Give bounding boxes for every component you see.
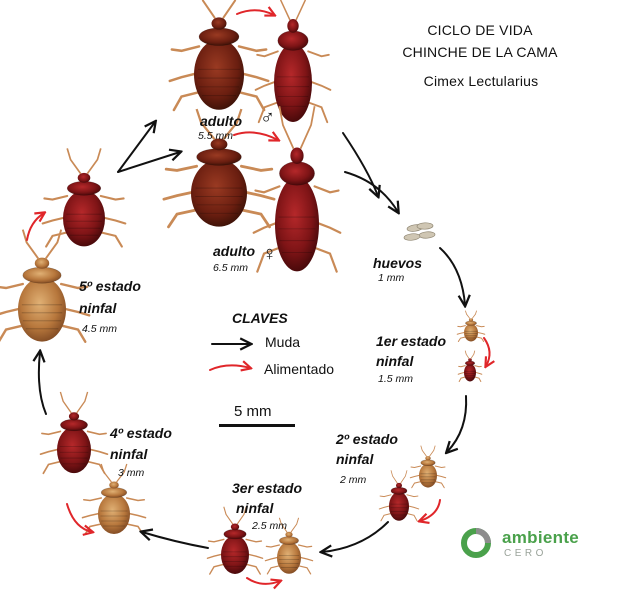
molt-arrow-to-adult-female (117, 152, 180, 173)
nymph1-unfed (456, 310, 486, 342)
fed-arrow-adult-male (236, 10, 274, 15)
molt-arrow-nymph2-to-nymph3 (322, 521, 389, 552)
female-symbol: ♀ (262, 243, 277, 265)
key-fed-arrow (209, 365, 250, 370)
adult-female-label: adulto (213, 243, 255, 259)
molt-arrow-adult-to-eggs (342, 132, 378, 196)
nymph2-size: 2 mm (340, 474, 367, 486)
adult-female-dorsal (162, 108, 276, 229)
nymph2-label-line1: 2º estado (336, 431, 398, 447)
fed-arrow-nymph1 (483, 337, 490, 366)
male-symbol: ♂ (260, 107, 275, 129)
nymph5-label-line2: ninfal (79, 300, 117, 316)
molt-arrow-nymph3-to-nymph4 (142, 532, 209, 549)
adult-female-side (252, 105, 342, 273)
eggs-size: 1 mm (378, 272, 405, 284)
adult-male-label: adulto (200, 113, 242, 129)
key-title: CLAVES (232, 310, 288, 326)
nymph4-unfed (81, 463, 147, 535)
fed-arrow-nymph3 (246, 577, 280, 584)
fed-arrow-nymph2 (420, 499, 441, 521)
nymph3-fed (206, 506, 264, 575)
nymph4-size: 3 mm (118, 467, 145, 479)
eggs-label: huevos (373, 255, 423, 271)
egg (403, 233, 421, 241)
nymph2-unfed (409, 445, 447, 489)
molt-arrow-to-adult-male (117, 122, 155, 173)
nymph2-label-line2: ninfal (336, 451, 374, 467)
logo-wordmark: ambiente (502, 528, 580, 547)
adult-female-size: 6.5 mm (213, 262, 249, 274)
nymph3-label-line1: 3er estado (232, 480, 303, 496)
nymph1-label-line2: ninfal (376, 353, 414, 369)
nymph1-label-line1: 1er estado (376, 333, 447, 349)
nymph4-label-line2: ninfal (110, 446, 148, 462)
nymph1-fed (457, 350, 483, 382)
molt-arrow-nymph4-to-nymph5 (39, 352, 47, 415)
molt-arrow-eggs-to-nymph1 (439, 247, 465, 305)
scale-bar-line (219, 424, 295, 427)
logo-subtext: CERO (504, 548, 547, 559)
nymph2-fed (378, 470, 420, 522)
key-molt-label: Muda (265, 334, 301, 350)
nymph5-unfed (0, 229, 91, 343)
egg (416, 222, 434, 230)
nymph5-fed (41, 148, 127, 248)
egg (418, 231, 436, 239)
nymph3-size: 2.5 mm (252, 520, 288, 532)
adult-male-side (254, 0, 332, 124)
species-name: Cimex Lectularius (423, 73, 539, 89)
adult-male-size: 5.5 mm (198, 130, 234, 142)
nymph3-unfed (264, 517, 314, 575)
molt-arrow-adult-to-eggs-2 (344, 171, 398, 212)
nymph1-size: 1.5 mm (378, 373, 414, 385)
fed-arrow-nymph5 (26, 213, 44, 241)
adult-male-dorsal (168, 0, 270, 112)
fed-arrow-adult-female (233, 132, 278, 140)
title-line-1: CICLO DE VIDA (427, 22, 533, 38)
key-fed-label: Alimentado (264, 361, 335, 377)
scale-bar-label: 5 mm (234, 403, 272, 420)
nymph4-fed (39, 391, 109, 475)
fed-arrow-nymph4 (66, 503, 92, 532)
nymph5-label-line1: 5º estado (79, 278, 141, 294)
title-line-2: CHINCHE DE LA CAMA (402, 44, 558, 60)
nymph4-label-line1: 4º estado (110, 425, 172, 441)
nymph5-size: 4.5 mm (82, 323, 118, 335)
molt-arrow-nymph1-to-nymph2 (447, 395, 468, 452)
nymph3-label-line2: ninfal (236, 500, 274, 516)
